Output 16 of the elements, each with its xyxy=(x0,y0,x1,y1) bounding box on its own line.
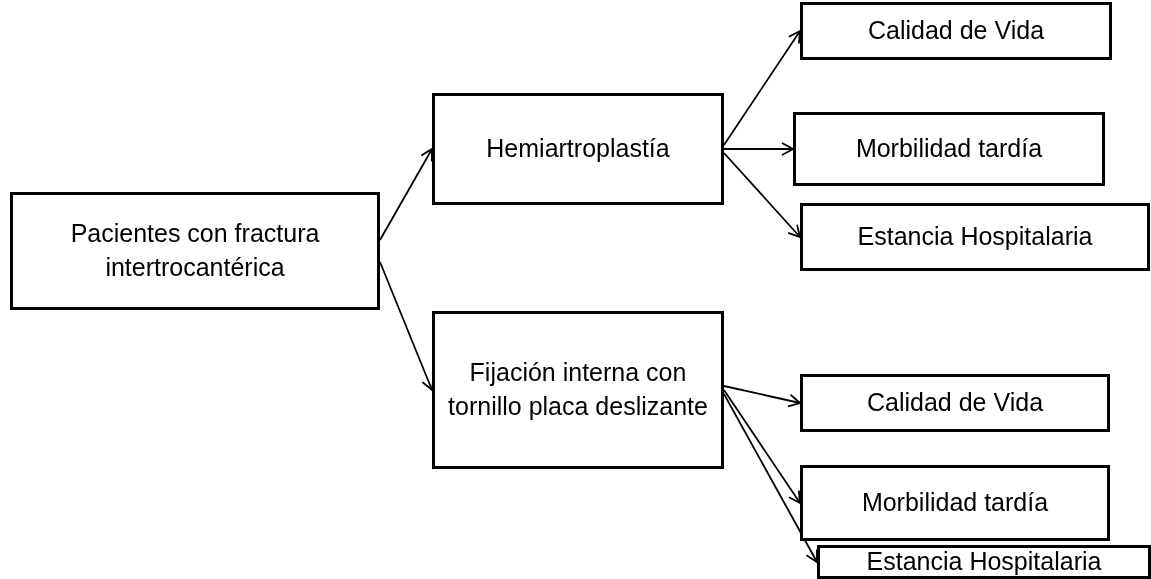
arrow xyxy=(379,148,433,241)
arrow xyxy=(723,152,801,238)
process-box: Calidad de Vida xyxy=(800,2,1112,60)
arrow xyxy=(723,393,818,563)
process-box: Pacientes con fractura intertrocantérica xyxy=(10,192,380,310)
arrow xyxy=(723,30,801,146)
process-box: Fijación interna con tornillo placa deslizante xyxy=(432,311,724,469)
arrow xyxy=(723,389,801,504)
process-box: Morbilidad tardía xyxy=(793,112,1105,186)
arrow xyxy=(723,385,801,408)
process-box: Calidad de Vida xyxy=(800,374,1110,432)
arrow xyxy=(723,142,794,156)
process-box: Estancia Hospitalaria xyxy=(817,545,1151,579)
process-box: Estancia Hospitalaria xyxy=(800,203,1150,271)
process-box: Hemiartroplastía xyxy=(432,93,724,205)
process-box: Morbilidad tardía xyxy=(800,465,1110,541)
